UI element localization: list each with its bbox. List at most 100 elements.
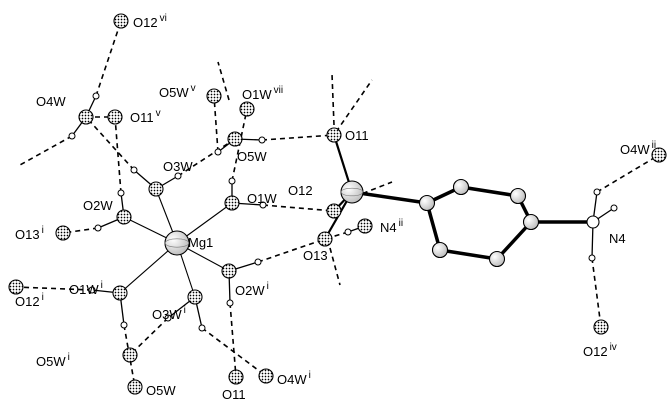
bond-C6-C1 [425, 201, 442, 252]
atom-O1Wi [112, 285, 128, 301]
atom-O12 [326, 203, 342, 219]
atom-O5Wv [206, 88, 222, 104]
atom-C4 [522, 213, 540, 231]
atom-O13i [55, 225, 71, 241]
atom-label-text: O4W [36, 94, 66, 109]
atom-label-symmetry-code: ii [399, 218, 403, 229]
bond-C4-C5 [495, 220, 533, 261]
hydrogen-atom-O1Wi-6 [88, 286, 96, 294]
hydrogen-bond-9 [229, 302, 237, 378]
atom-ellipsoid-S [340, 187, 364, 197]
atom-O5Wi [122, 347, 138, 363]
hydrogen-atom-O4W-13 [68, 132, 76, 140]
atom-label-text: O2W [235, 283, 265, 298]
hydrogen-bond-18 [591, 257, 602, 328]
atom-label-text: O12 [288, 183, 313, 198]
atom-O5Wb [127, 379, 143, 395]
bond-C2-C3 [459, 185, 520, 198]
atom-Mg1 [164, 230, 190, 256]
atom-label-symmetry-code: v [191, 83, 196, 94]
atom-O4Wi [258, 368, 274, 384]
atom-label-symmetry-code: i [42, 225, 44, 236]
atom-label-text: O11 [130, 110, 154, 125]
atom-S [340, 180, 364, 204]
hydrogen-atom-O2W-2 [94, 224, 102, 232]
hydrogen-atom-O1Wi-7 [120, 321, 128, 329]
hydrogen-atom-O1W-1 [228, 177, 236, 185]
hydrogen-atom-O3Wi-11 [198, 324, 206, 332]
hydrogen-atom-O4W-12 [92, 92, 100, 100]
atom-label-text: O13 [15, 227, 40, 242]
atom-O3W [148, 181, 164, 197]
atom-label-text: O1W [247, 191, 277, 206]
atom-label-symmetry-code: vi [160, 13, 167, 24]
hydrogen-atom-O5W-14 [214, 148, 222, 156]
atom-label-text: O3W [152, 307, 182, 322]
atom-label-symmetry-code: i [101, 280, 103, 291]
atom-C6 [431, 241, 449, 259]
bond-S-C1 [350, 190, 429, 205]
hydrogen-bond-4 [85, 116, 135, 171]
hydrogen-bond-20 [217, 61, 230, 101]
atom-label-O11: O11 [345, 128, 369, 143]
atom-label-text: O5W [36, 354, 66, 369]
hydrogen-bond-13 [19, 135, 73, 166]
hydrogen-atom-O1W-0 [259, 201, 267, 209]
atom-label-symmetry-code: i [267, 281, 269, 292]
hydrogen-bonds-layer [15, 20, 660, 388]
atom-label-text: O5W [159, 85, 189, 100]
atom-label-O5W: O5W [237, 149, 267, 164]
bond-C5-C6 [438, 248, 499, 261]
atom-O5W [227, 131, 243, 147]
atom-O3Wi [187, 289, 203, 305]
atom-label-text: N4 [380, 220, 397, 235]
atom-label-O2W: O2W [83, 198, 113, 213]
atom-N4ii [357, 218, 373, 234]
hydrogen-atom-O3W-5 [174, 172, 182, 180]
hydrogen-bond-24 [329, 247, 341, 286]
atom-label-text: O12 [133, 15, 158, 30]
atom-label-symmetry-code: i [184, 305, 186, 316]
hydrogen-bond-5 [177, 138, 236, 177]
hydrogen-bond-15 [213, 95, 219, 153]
atom-ellipsoid-Mg1 [164, 238, 190, 248]
atom-label-text: O2W [83, 198, 113, 213]
hydrogen-bond-10 [129, 317, 169, 356]
hydrogen-bond-16 [261, 134, 335, 141]
atom-label-text: O12 [15, 294, 40, 309]
atom-label-text: O1W [69, 282, 99, 297]
hydrogen-atom-N4-16 [593, 188, 601, 196]
atom-label-symmetry-code: vii [274, 85, 283, 96]
atom-O13 [317, 231, 333, 247]
hydrogen-bond-8 [257, 238, 326, 263]
atom-label-text: O4W [277, 372, 307, 387]
hydrogen-atom-O3Wi-10 [164, 314, 172, 322]
atom-O11 [326, 127, 342, 143]
atom-O1W [224, 195, 240, 211]
atom-O12iv [593, 319, 609, 335]
atom-label-text: N4 [609, 231, 626, 246]
atom-label-O12: O12 [288, 183, 313, 198]
hydrogen-atom-O2Wi-9 [226, 299, 234, 307]
atom-label-Mg1: Mg1 [188, 235, 213, 250]
atom-label-O3W: O3W [163, 159, 193, 174]
atom-label-text: Mg1 [188, 235, 213, 250]
atom-label-text: O4W [620, 142, 650, 157]
atom-O2Wi [221, 263, 237, 279]
hydrogen-bond-6 [15, 286, 93, 291]
atom-label-text: O3W [163, 159, 193, 174]
atoms-layer [8, 13, 667, 395]
atom-O12i [8, 279, 24, 295]
bonds-layer [71, 95, 615, 329]
atom-O4W [78, 109, 94, 125]
atom-C3 [509, 187, 527, 205]
